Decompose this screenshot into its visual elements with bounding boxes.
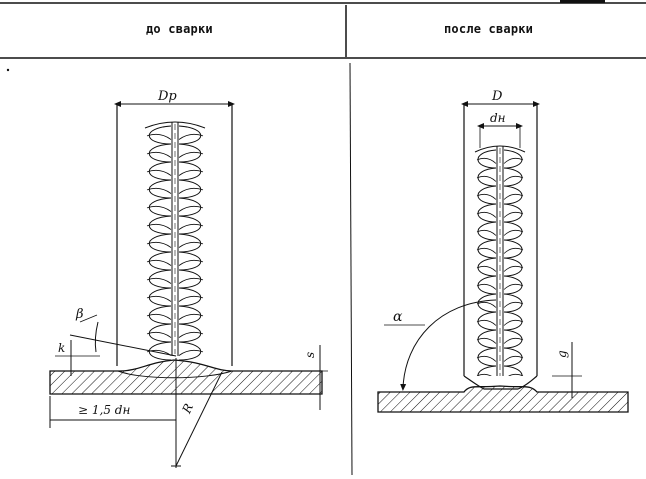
label-dp: Dp xyxy=(157,89,177,104)
label-g: g xyxy=(555,350,569,358)
label-d: D xyxy=(491,89,503,104)
label-s: s xyxy=(303,352,317,358)
label-k: k xyxy=(58,341,65,355)
label-alpha: α xyxy=(393,309,403,325)
label-min-length: ≥ 1,5 dн xyxy=(78,403,130,417)
after-weld-drawing: D dн α g xyxy=(377,89,629,413)
rebar-before xyxy=(144,121,206,361)
label-dn: dн xyxy=(490,111,506,125)
label-beta: β xyxy=(75,307,84,322)
column-header-after: после сварки xyxy=(444,22,534,36)
label-r: R xyxy=(179,401,196,416)
before-weld-drawing: Dp β k s ≥ 1,5 dн R xyxy=(49,89,328,468)
plate-before xyxy=(49,359,323,395)
column-header-before: до сварки xyxy=(146,22,213,36)
rebar-after xyxy=(474,145,526,385)
